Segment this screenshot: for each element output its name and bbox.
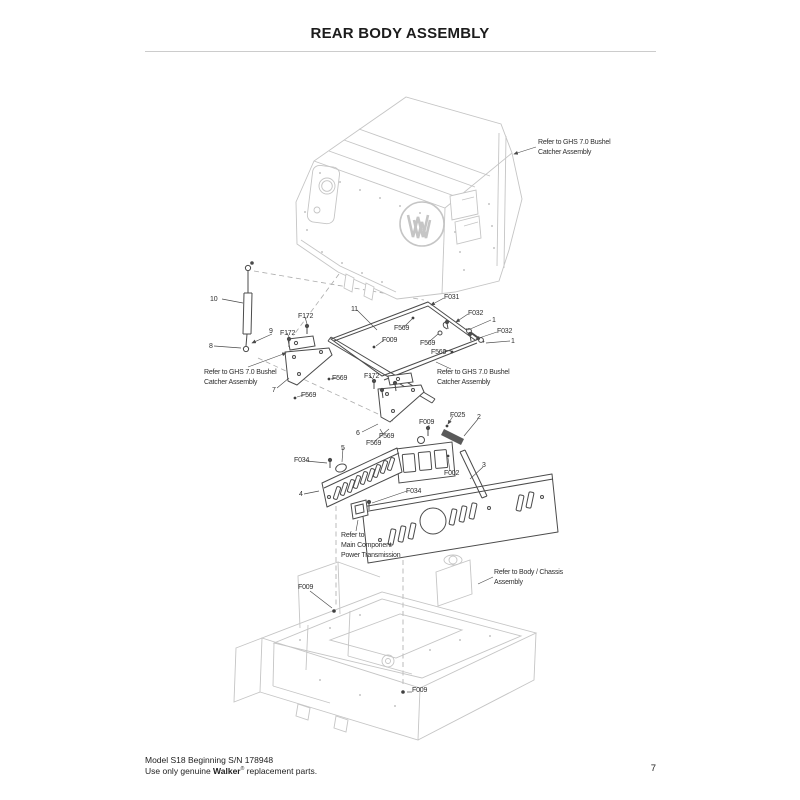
leader-lines	[213, 146, 537, 693]
part-label: F009	[382, 337, 398, 344]
registered-mark: ®	[240, 766, 245, 773]
part-label: F031	[444, 294, 460, 301]
part-label: F032	[468, 310, 484, 317]
part-label: 9	[269, 328, 273, 335]
floor-pan	[329, 301, 485, 381]
footer-text-suffix: replacement parts.	[244, 766, 318, 776]
part-label: F569	[394, 325, 410, 332]
footer-parts-line: Use only genuine Walker® replacement par…	[145, 766, 317, 776]
part-label: 5	[341, 445, 345, 452]
part-label: F032	[497, 328, 513, 335]
part-label: F172	[298, 313, 314, 320]
part-label: 10	[210, 296, 218, 303]
part-label: 8	[209, 343, 213, 350]
footer-text-prefix: Use only genuine	[145, 766, 214, 776]
slatted-panel-left	[321, 447, 403, 508]
gusset-bracket-left	[284, 335, 333, 386]
part-label: F025	[450, 412, 466, 419]
part-label: F009	[412, 687, 428, 694]
support-bar	[459, 449, 488, 499]
title-rule	[145, 51, 656, 52]
page-number: 7	[650, 763, 656, 774]
part-label: 1	[492, 317, 496, 324]
slatted-panel-right	[361, 473, 559, 564]
part-label: 2	[477, 414, 481, 421]
part-label: F034	[294, 457, 310, 464]
part-label: F009	[298, 584, 314, 591]
footer-model-line: Model S18 Beginning S/N 178948	[145, 755, 274, 765]
gusset-bracket-right	[377, 372, 425, 423]
page-title: REAR BODY ASSEMBLY	[310, 25, 490, 42]
gas-spring	[242, 261, 254, 353]
part-label: F569	[332, 375, 348, 382]
rivet-dots	[304, 172, 495, 283]
part-label: F172	[280, 330, 296, 337]
part-label: F569	[431, 349, 447, 356]
part-label: 4	[299, 491, 303, 498]
part-label: 6	[356, 430, 360, 437]
part-label: 7	[272, 387, 276, 394]
angle-bar	[327, 336, 436, 404]
bolt-dots	[293, 316, 454, 694]
chassis-frame	[233, 554, 538, 741]
cap-plug	[335, 463, 347, 473]
part-label: 3	[482, 462, 486, 469]
part-label: 11	[351, 306, 358, 313]
part-label: F569	[301, 392, 317, 399]
assembly-parts	[242, 261, 559, 694]
part-label: F172	[364, 373, 380, 380]
part-label: F569	[366, 440, 382, 447]
part-label: F569	[379, 433, 395, 440]
rubber-strip	[441, 429, 464, 445]
u-bracket	[350, 499, 369, 520]
part-label: F034	[406, 488, 422, 495]
part-label: 1	[511, 338, 515, 345]
brand-name: Walker	[213, 766, 241, 776]
part-label: F009	[419, 419, 435, 426]
screw-glyphs	[286, 319, 473, 510]
part-label: F569	[420, 340, 436, 347]
part-label: F002	[444, 470, 460, 477]
rear-body-hood	[295, 96, 523, 301]
